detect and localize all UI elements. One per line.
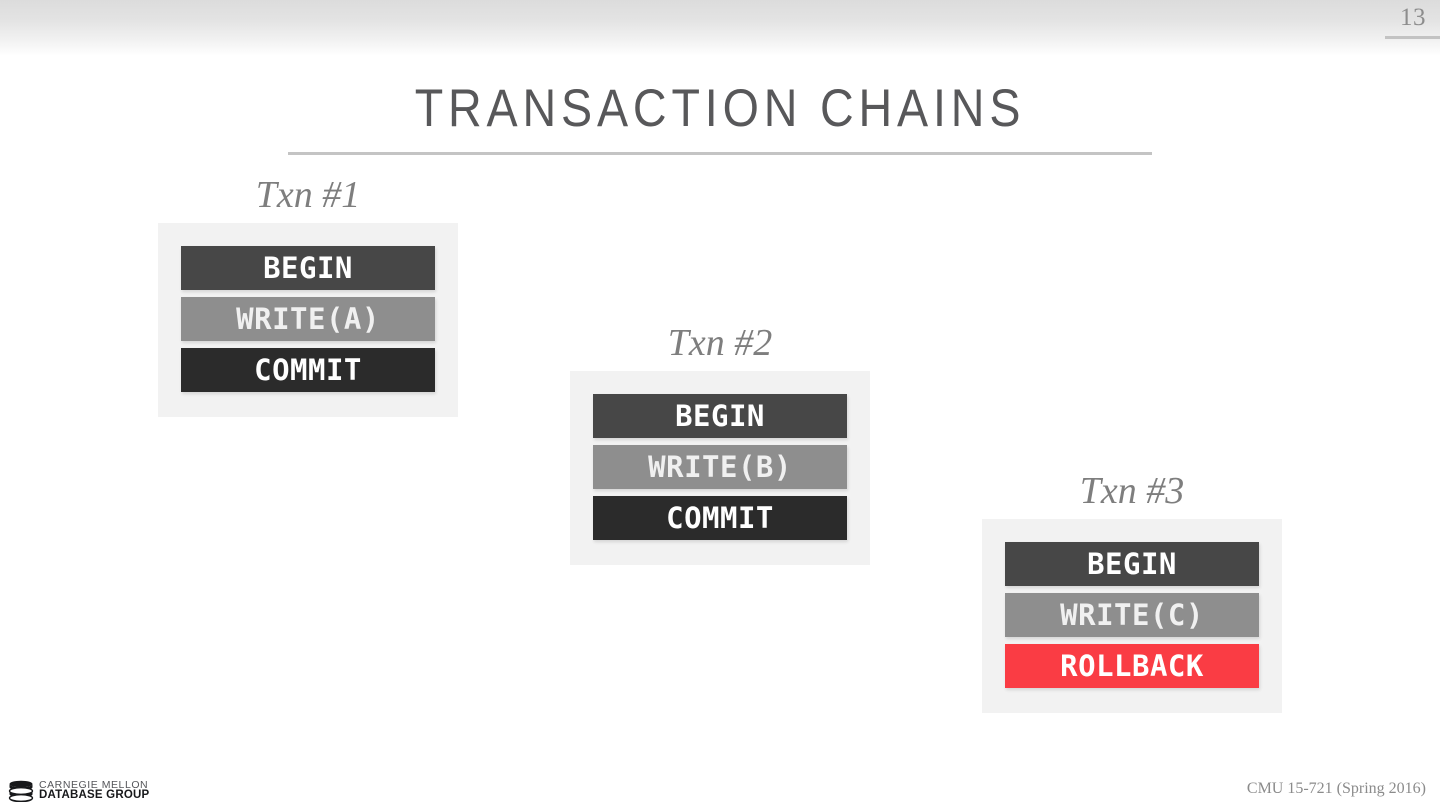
footer-logo: CARNEGIE MELLON DATABASE GROUP bbox=[8, 778, 150, 802]
operation-bar-rollback: ROLLBACK bbox=[1005, 644, 1259, 688]
header-band bbox=[0, 0, 1440, 56]
transaction-group-1: Txn #1 BEGIN WRITE(A) COMMIT bbox=[158, 176, 458, 417]
page-number: 13 bbox=[1400, 4, 1426, 31]
transaction-group-2: Txn #2 BEGIN WRITE(B) COMMIT bbox=[570, 324, 870, 565]
operation-bar-write: WRITE(B) bbox=[593, 445, 847, 489]
logo-text: CARNEGIE MELLON DATABASE GROUP bbox=[39, 778, 150, 802]
operation-bar-begin: BEGIN bbox=[1005, 542, 1259, 586]
page-number-rule bbox=[1385, 36, 1440, 39]
operation-bar-commit: COMMIT bbox=[181, 348, 435, 392]
transaction-label: Txn #1 bbox=[255, 174, 361, 216]
transaction-label: Txn #3 bbox=[1079, 470, 1185, 512]
operation-bar-write: WRITE(C) bbox=[1005, 593, 1259, 637]
database-icon bbox=[8, 780, 34, 802]
operation-bar-commit: COMMIT bbox=[593, 496, 847, 540]
page-title: TRANSACTION CHAINS bbox=[414, 79, 1026, 138]
transaction-group-3: Txn #3 BEGIN WRITE(C) ROLLBACK bbox=[982, 472, 1282, 713]
operation-bar-write: WRITE(A) bbox=[181, 297, 435, 341]
logo-line-database-group: DATABASE GROUP bbox=[39, 789, 150, 802]
operation-bar-begin: BEGIN bbox=[593, 394, 847, 438]
logo-line-carnegie-mellon: CARNEGIE MELLON bbox=[39, 778, 149, 791]
title-divider bbox=[288, 152, 1152, 155]
transaction-panel: BEGIN WRITE(B) COMMIT bbox=[570, 371, 870, 565]
footer-course-label: CMU 15-721 (Spring 2016) bbox=[1246, 780, 1426, 797]
operation-bar-begin: BEGIN bbox=[181, 246, 435, 290]
transaction-panel: BEGIN WRITE(A) COMMIT bbox=[158, 223, 458, 417]
transaction-label: Txn #2 bbox=[667, 322, 773, 364]
transaction-panel: BEGIN WRITE(C) ROLLBACK bbox=[982, 519, 1282, 713]
